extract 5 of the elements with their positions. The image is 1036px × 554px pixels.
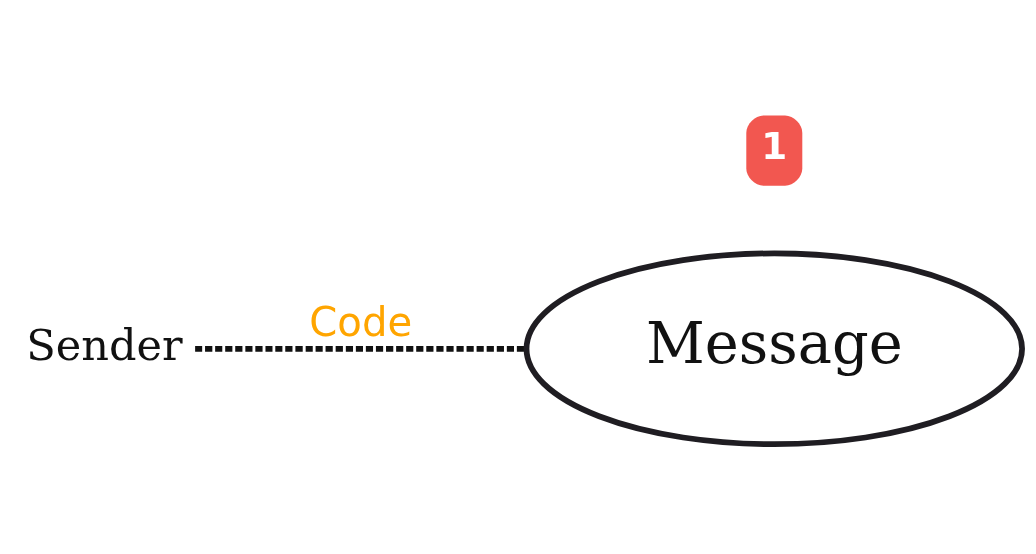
label: 1: [761, 123, 788, 168]
connector: [195, 345, 527, 352]
edge-label: Code: [309, 299, 413, 346]
node-ellipse: Message: [523, 250, 1025, 448]
node-text: Sender: [26, 319, 183, 370]
